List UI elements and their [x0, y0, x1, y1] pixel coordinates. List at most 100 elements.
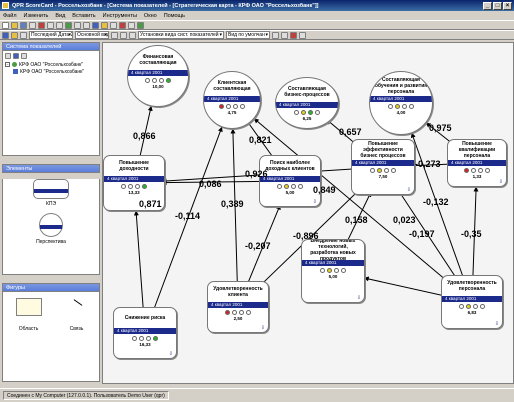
arrow-left-icon[interactable]	[111, 31, 118, 39]
settings-icon[interactable]	[128, 21, 135, 29]
node-title: Повышение эффективности бизнес процессов	[360, 141, 406, 159]
traffic-lights	[302, 266, 364, 274]
text-icon[interactable]	[299, 31, 306, 39]
tree-item-root[interactable]: − КРФ ОАО "Россельхозбанк"	[5, 61, 84, 68]
save-icon[interactable]	[20, 21, 27, 29]
arrow-right-icon[interactable]	[120, 31, 127, 39]
node-value: 10,00	[152, 84, 164, 89]
light-icon	[464, 167, 469, 173]
maximize-button[interactable]: □	[493, 1, 502, 10]
flag-icon[interactable]	[290, 31, 297, 39]
link-icon[interactable]	[129, 31, 136, 39]
light-icon	[146, 335, 151, 341]
node-value: 1,33	[472, 174, 482, 179]
grid-icon[interactable]	[110, 21, 117, 29]
undo-icon[interactable]	[74, 21, 81, 29]
zoom-out-icon[interactable]	[281, 31, 288, 39]
element-perspective[interactable]: Перспектива	[3, 213, 99, 245]
redo-icon[interactable]	[83, 21, 90, 29]
link-risk-cli[interactable]	[144, 126, 223, 334]
shape-link[interactable]: Связь	[67, 298, 87, 381]
zoom-in-icon[interactable]	[272, 31, 279, 39]
tree-item-child[interactable]: КРФ ОАО "Россельхозбанк"	[5, 68, 97, 75]
light-icon	[232, 309, 237, 315]
light-icon	[391, 167, 396, 173]
export-icon[interactable]	[137, 21, 144, 29]
node-value: 13,33	[128, 190, 140, 195]
traffic-lights	[370, 102, 432, 110]
node-period: 4 квартал 2001	[276, 102, 338, 108]
main-toolbar	[0, 20, 514, 30]
traffic-lights	[442, 302, 502, 310]
app-icon	[2, 2, 9, 9]
folder-icon[interactable]	[11, 31, 18, 39]
alert-icon[interactable]	[119, 21, 126, 29]
light-icon	[409, 103, 414, 109]
kpi-node-tech[interactable]: Внедрение новых технологий, разработка н…	[301, 239, 365, 303]
traffic-lights	[204, 102, 260, 110]
traffic-lights	[114, 334, 176, 342]
kpi-node-eff[interactable]: Повышение эффективности бизнес процессов…	[351, 139, 415, 195]
link-weight-label: 0,975	[429, 123, 452, 133]
menu-insert[interactable]: Вставить	[72, 12, 96, 19]
link-sat-cli[interactable]	[230, 128, 239, 308]
tree-tool-icon[interactable]	[5, 53, 11, 59]
menu-edit[interactable]: Изменить	[23, 12, 49, 19]
link-weight-label: 0,158	[345, 215, 368, 225]
copy-icon[interactable]	[47, 21, 54, 29]
menu-window[interactable]: Окно	[143, 12, 157, 19]
link-psat-edu[interactable]	[410, 132, 473, 303]
kpi-node-edu[interactable]: Составляющая обучения и развития персона…	[369, 71, 433, 135]
node-period: 4 квартал 2001	[370, 96, 432, 102]
trend-arrow-icon: ⇩	[168, 351, 173, 357]
menu-file[interactable]: Файл	[3, 12, 17, 19]
node-title: Удовлетворенность персонала	[447, 280, 497, 292]
node-title: Повышение квалификации персонала	[458, 141, 496, 159]
open-icon[interactable]	[11, 21, 18, 29]
trend-arrow-icon: ⇩	[406, 187, 411, 193]
element-kpi[interactable]: КПЭ	[3, 179, 99, 207]
home-icon[interactable]	[2, 31, 9, 39]
tree-filter-icon[interactable]	[21, 53, 27, 59]
print-icon[interactable]	[29, 21, 36, 29]
new-icon[interactable]	[2, 21, 9, 29]
node-value: 7,50	[378, 174, 388, 179]
status-text: Соединен с My Computer (127.0.0.1). Поль…	[3, 391, 169, 400]
period-select[interactable]: Последний Дата 2...	[29, 31, 73, 39]
star-icon[interactable]	[101, 21, 108, 29]
minimize-button[interactable]: _	[483, 1, 492, 10]
tree-icon[interactable]	[20, 31, 27, 39]
menu-tools[interactable]: Инструменты	[102, 12, 137, 19]
view-settings-select[interactable]: Установки вида сист. показателей	[138, 31, 224, 39]
view-select[interactable]: Основной вид	[75, 31, 109, 39]
chart-icon[interactable]	[92, 21, 99, 29]
light-icon	[388, 103, 393, 109]
shape-area[interactable]: Область	[15, 298, 42, 381]
tree-info-icon[interactable]	[13, 53, 19, 59]
menu-help[interactable]: Помощь	[163, 12, 185, 19]
light-icon	[459, 303, 464, 309]
close-button[interactable]: ×	[503, 1, 512, 10]
refresh-icon[interactable]	[65, 21, 72, 29]
cut-icon[interactable]	[38, 21, 45, 29]
shapes-panel-header: Фигуры	[2, 283, 100, 292]
link-psat-cli[interactable]	[253, 118, 473, 303]
scorecard-icon	[12, 62, 17, 67]
node-title: Удовлетворенность клиента	[213, 286, 263, 298]
map-icon	[13, 69, 18, 74]
expand-icon[interactable]: −	[5, 62, 10, 67]
default-view-select[interactable]: Вид по умолчан	[226, 31, 270, 39]
menu-view[interactable]: Вид	[55, 12, 66, 19]
trend-arrow-icon: ⇩	[494, 321, 499, 327]
paste-icon[interactable]	[56, 21, 63, 29]
